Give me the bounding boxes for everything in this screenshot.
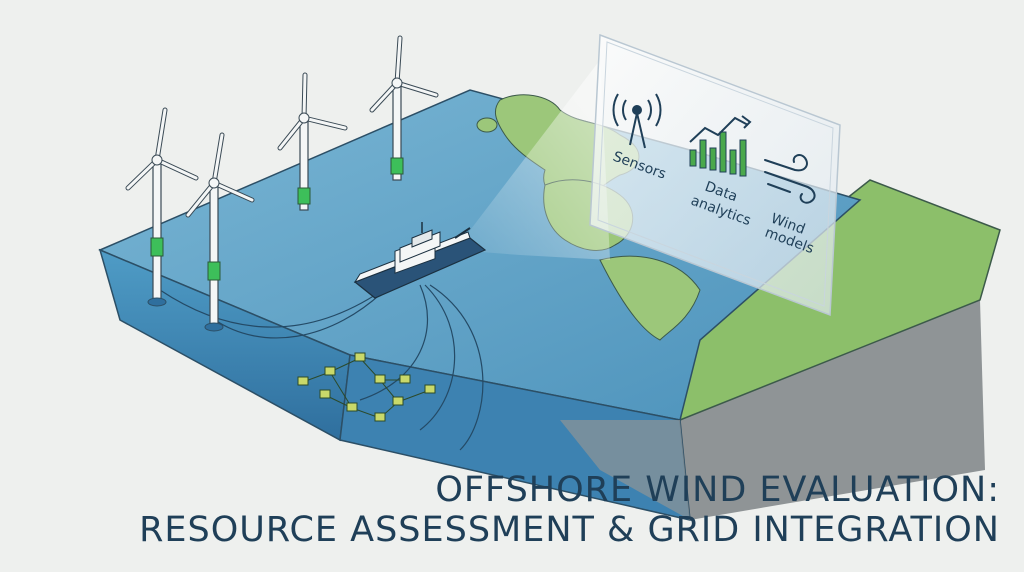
title-line-1: OFFSHORE WIND EVALUATION: xyxy=(435,470,1000,510)
wind-turbines xyxy=(125,35,439,332)
bar-chart-icon xyxy=(689,115,752,177)
turbine xyxy=(369,35,439,181)
data-hud-panel: Sensors Data analytics Wind models xyxy=(589,33,841,317)
title-line-2: RESOURCE ASSESSMENT & GRID INTEGRATION xyxy=(139,510,1000,550)
data-beam xyxy=(455,60,610,260)
survey-vessel xyxy=(353,222,487,299)
turbine xyxy=(125,107,199,307)
turbine xyxy=(185,132,255,332)
seabed-sensor-array xyxy=(297,352,436,422)
antenna-icon xyxy=(612,93,662,149)
turbine xyxy=(277,72,348,211)
sea-cross-section xyxy=(98,248,691,521)
wind-icon xyxy=(764,154,816,204)
